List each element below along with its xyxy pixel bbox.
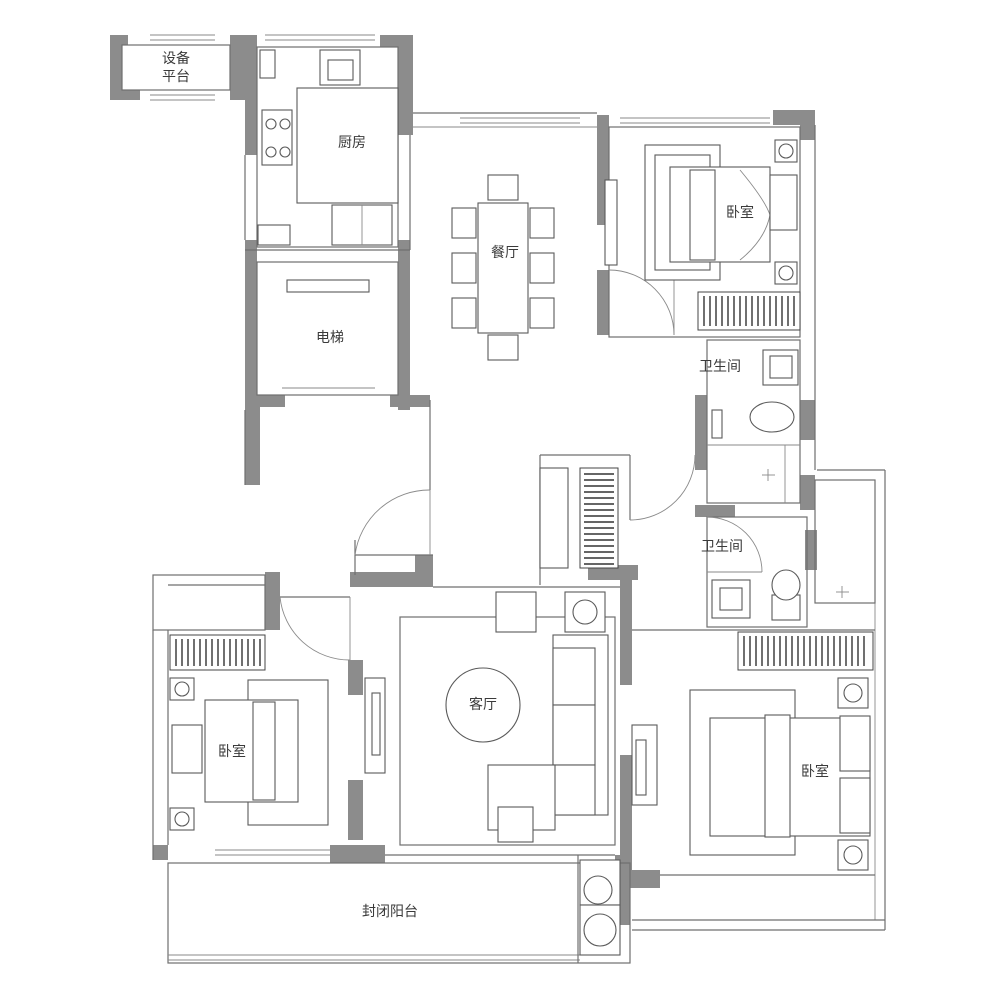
living-furniture xyxy=(445,591,658,843)
slats xyxy=(584,473,614,565)
wardrobe-ne xyxy=(697,291,801,331)
balcony-label: 封闭阳台 xyxy=(362,904,418,920)
dining-table xyxy=(451,174,555,361)
bedroom-ne-label: 卧室 xyxy=(726,204,754,221)
outlines xyxy=(121,34,886,964)
elevator-label: 电梯 xyxy=(316,330,344,346)
bathroom-1-label: 卫生间 xyxy=(699,359,741,375)
kitchen-furniture xyxy=(257,49,399,246)
balcony-fixtures xyxy=(579,859,621,956)
living-label: 客厅 xyxy=(469,696,497,713)
kitchen-label: 厨房 xyxy=(338,135,366,151)
slats xyxy=(743,636,865,666)
bathroom-2-label: 卫生间 xyxy=(701,539,743,555)
hall-cabinets xyxy=(539,467,619,569)
room-labels: 设备 平台 厨房 电梯 餐厅 卧室 卫生间 卫生间 客厅 卧室 卧室 封闭阳台 xyxy=(162,50,829,920)
bathroom-2-fixtures xyxy=(711,569,849,621)
bedroom-w-furniture xyxy=(169,634,386,831)
bedroom-se-label: 卧室 xyxy=(801,763,829,780)
doors xyxy=(279,269,763,661)
bedroom-w-label: 卧室 xyxy=(218,743,246,760)
dining-label: 餐厅 xyxy=(491,245,519,261)
bedroom-se-furniture xyxy=(689,631,874,871)
bathroom-1-fixtures xyxy=(711,349,799,481)
equipment-platform-label-2: 平台 xyxy=(162,69,190,85)
equipment-platform-label-1: 设备 xyxy=(162,50,190,67)
slats xyxy=(175,639,261,666)
elevator-car xyxy=(282,279,375,389)
walls xyxy=(110,35,817,925)
slats xyxy=(703,296,795,326)
bedroom-ne-furniture xyxy=(604,139,798,285)
